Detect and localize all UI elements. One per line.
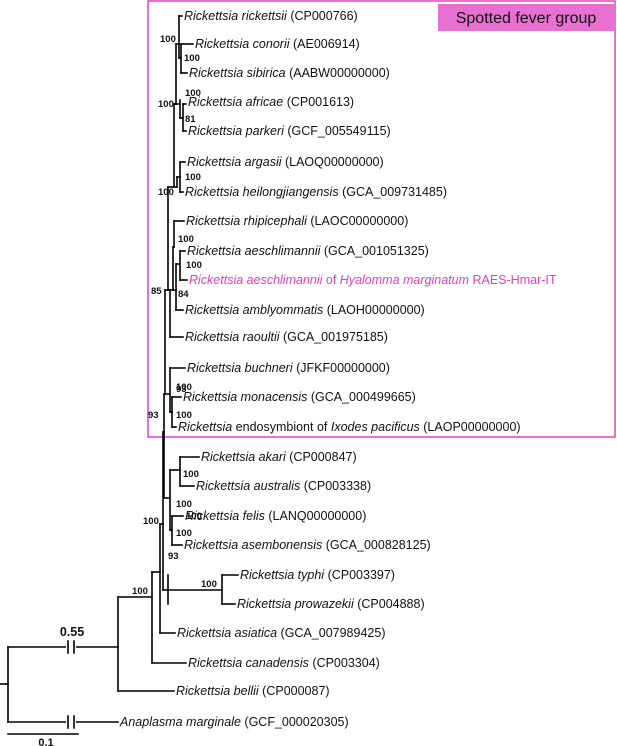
support-value: 85 [151,286,162,297]
taxon-label: Rickettsia argasii (LAOQ00000000) [187,155,384,169]
branch-break-marks [66,640,76,729]
spotted-fever-group-box [147,0,616,438]
taxon-label: Rickettsia amblyommatis (LAOH00000000) [185,303,425,317]
taxon-labels: Rickettsia rickettsii (CP000766) Rickett… [119,9,557,729]
taxon-label: Rickettsia endosymbiont of Ixodes pacifi… [178,420,521,434]
taxon-label: Rickettsia asiatica (GCA_007989425) [177,626,385,640]
taxon-label: Rickettsia monacensis (GCA_000499665) [183,390,416,404]
taxon-label: Rickettsia sibirica (AABW00000000) [189,66,390,80]
support-value: 100 [186,511,202,522]
taxon-label: Rickettsia aeschlimannii (GCA_001051325) [187,244,429,258]
break-length-label: 0.55 [60,625,84,639]
support-value: 100 [176,499,192,510]
taxon-label: Rickettsia parkeri (GCF_005549115) [188,124,391,138]
support-value: 84 [178,289,189,300]
support-value: 100 [176,528,192,539]
taxon-label: Rickettsia conorii (AE006914) [195,37,360,51]
support-value: 100 [178,234,194,245]
support-value: 100 [184,53,200,64]
tree-branches [0,15,239,723]
support-values: 100 100 100 81 100 100 100 100 84 85 100… [132,34,217,597]
support-value: 93 [148,410,159,421]
taxon-label: Rickettsia canadensis (CP003304) [188,656,380,670]
group-label-background [438,4,614,31]
taxon-label: Rickettsia australis (CP003338) [196,479,371,493]
taxon-label: Rickettsia heilongjiangensis (GCA_009731… [185,185,447,199]
support-value: 100 [176,410,192,421]
group-label: Spotted fever group [456,10,597,27]
support-value: 93 [168,551,179,562]
support-value: 100 [183,469,199,480]
support-value: 93 [176,384,187,395]
support-value: 100 [143,516,159,527]
support-value: 81 [185,114,196,125]
support-value: 100 [186,260,202,271]
support-value: 100 [158,187,174,198]
support-value: 100 [158,99,174,110]
support-value: 100 [160,34,176,45]
taxon-label: Rickettsia raoultii (GCA_001975185) [185,330,388,344]
taxon-label: Rickettsia rickettsii (CP000766) [184,9,358,23]
taxon-label: Rickettsia akari (CP000847) [201,450,357,464]
support-value: 100 [132,586,148,597]
taxon-label: Rickettsia buchneri (JFKF00000000) [187,361,390,375]
taxon-label: Rickettsia asembonensis (GCA_000828125) [184,538,431,552]
taxon-label: Rickettsia africae (CP001613) [188,95,354,109]
taxon-label: Rickettsia rhipicephali (LAOC00000000) [186,214,408,228]
taxon-label-highlighted: Rickettsia aeschlimannii of Hyalomma mar… [189,273,557,287]
support-value: 100 [176,382,192,393]
support-value: 100 [185,172,201,183]
taxon-label: Rickettsia typhi (CP003397) [240,568,395,582]
taxon-label: Rickettsia bellii (CP000087) [176,684,330,698]
support-value: 100 [185,88,201,99]
taxon-label: Rickettsia prowazekii (CP004888) [237,597,425,611]
support-value: 100 [201,579,217,590]
taxon-label-outgroup: Anaplasma marginale (GCF_000020305) [119,715,349,729]
scale-bar-label: 0.1 [38,737,53,746]
taxon-label: Rickettsia felis (LANQ00000000) [185,509,366,523]
